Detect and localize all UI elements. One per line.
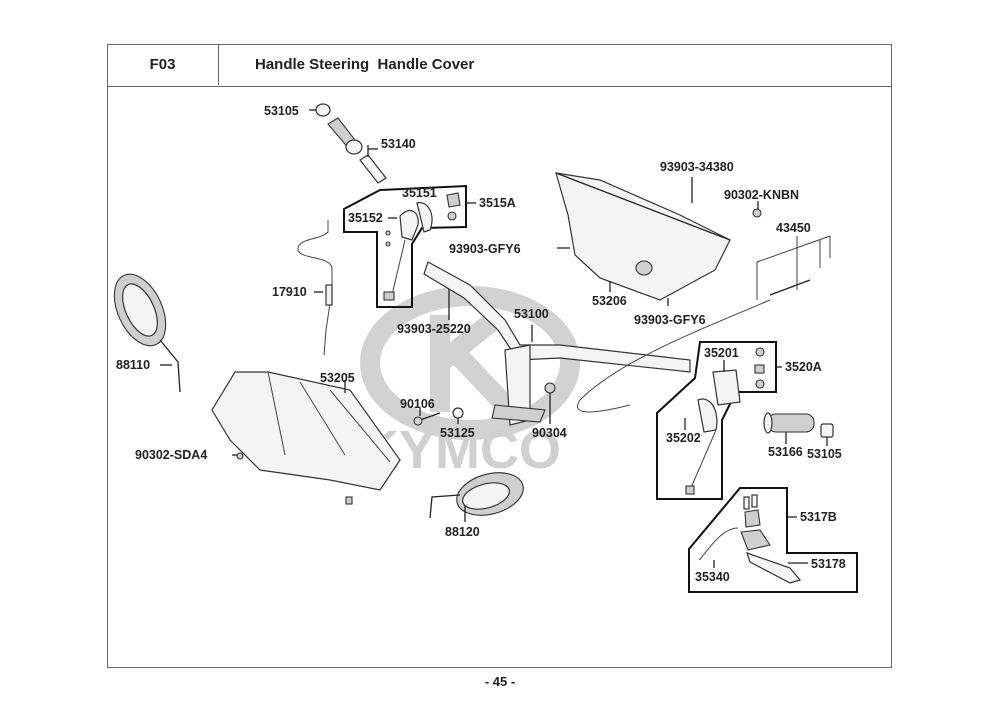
- label-53206: 53206: [592, 294, 627, 308]
- label-35152: 35152: [348, 211, 383, 225]
- label-90106: 90106: [400, 397, 435, 411]
- label-93903-GFY6-left: 93903-GFY6: [449, 242, 521, 256]
- part-front-handle-cover[interactable]: 53205 90302-SDA4: [135, 371, 401, 505]
- part-collar-53125[interactable]: 53125: [440, 407, 475, 440]
- label-5317B: 5317B: [800, 510, 837, 524]
- part-grip-right[interactable]: 53166: [763, 412, 815, 459]
- label-53100: 53100: [514, 307, 549, 321]
- part-rear-handle-cover[interactable]: 53206 93903-34380 90302-KNBN 93903-GFY6 …: [449, 160, 799, 327]
- label-90302-KNBN: 90302-KNBN: [724, 188, 799, 202]
- page-number: - 45 -: [484, 674, 516, 689]
- part-bolt-90106[interactable]: 90106: [400, 397, 441, 426]
- label-17910: 17910: [272, 285, 307, 299]
- part-nut-90304[interactable]: 90304: [532, 382, 567, 440]
- label-88120: 88120: [445, 525, 480, 539]
- label-35201: 35201: [704, 346, 739, 360]
- part-throttle-grip[interactable]: 53140: [327, 117, 416, 184]
- label-43450: 43450: [776, 221, 811, 235]
- page-title: Handle Steering Handle Cover: [255, 56, 475, 73]
- part-grip-end-right[interactable]: 53105: [807, 423, 842, 461]
- part-right-switch-assy[interactable]: 3520A 35201 35202: [656, 341, 822, 500]
- part-grip-end-left[interactable]: 53105: [264, 103, 331, 118]
- label-93903-25220: 93903-25220: [397, 322, 471, 336]
- section-code: F03: [107, 44, 219, 85]
- part-mirror-right[interactable]: 88120: [429, 466, 528, 539]
- part-handle-bar[interactable]: 53100 93903-25220: [397, 261, 691, 426]
- label-90302-SDA4: 90302-SDA4: [135, 448, 207, 462]
- part-brake-master-assy[interactable]: 5317B 53178 35340: [688, 487, 858, 593]
- label-3520A: 3520A: [785, 360, 822, 374]
- label-53140: 53140: [381, 137, 416, 151]
- label-53105-right: 53105: [807, 447, 842, 461]
- diagram-frame: [107, 44, 892, 668]
- label-53125: 53125: [440, 426, 475, 440]
- part-cable-43450[interactable]: 43450: [577, 221, 831, 413]
- label-35202: 35202: [666, 431, 701, 445]
- label-93903-34380: 93903-34380: [660, 160, 734, 174]
- label-53205: 53205: [320, 371, 355, 385]
- label-53166: 53166: [768, 445, 803, 459]
- part-mirror-left[interactable]: 88110: [104, 266, 181, 393]
- label-90304: 90304: [532, 426, 567, 440]
- label-53178: 53178: [811, 557, 846, 571]
- label-88110: 88110: [116, 358, 150, 372]
- part-left-switch-assy[interactable]: 3515A 35151 35152: [343, 184, 516, 308]
- part-throttle-cable[interactable]: 17910: [272, 220, 333, 356]
- label-3515A: 3515A: [479, 196, 516, 210]
- label-53105-left: 53105: [264, 104, 299, 118]
- header-bar: F03 Handle Steering Handle Cover: [107, 44, 892, 87]
- label-35340: 35340: [695, 570, 730, 584]
- label-35151: 35151: [402, 186, 437, 200]
- label-93903-GFY6-bottom: 93903-GFY6: [634, 313, 706, 327]
